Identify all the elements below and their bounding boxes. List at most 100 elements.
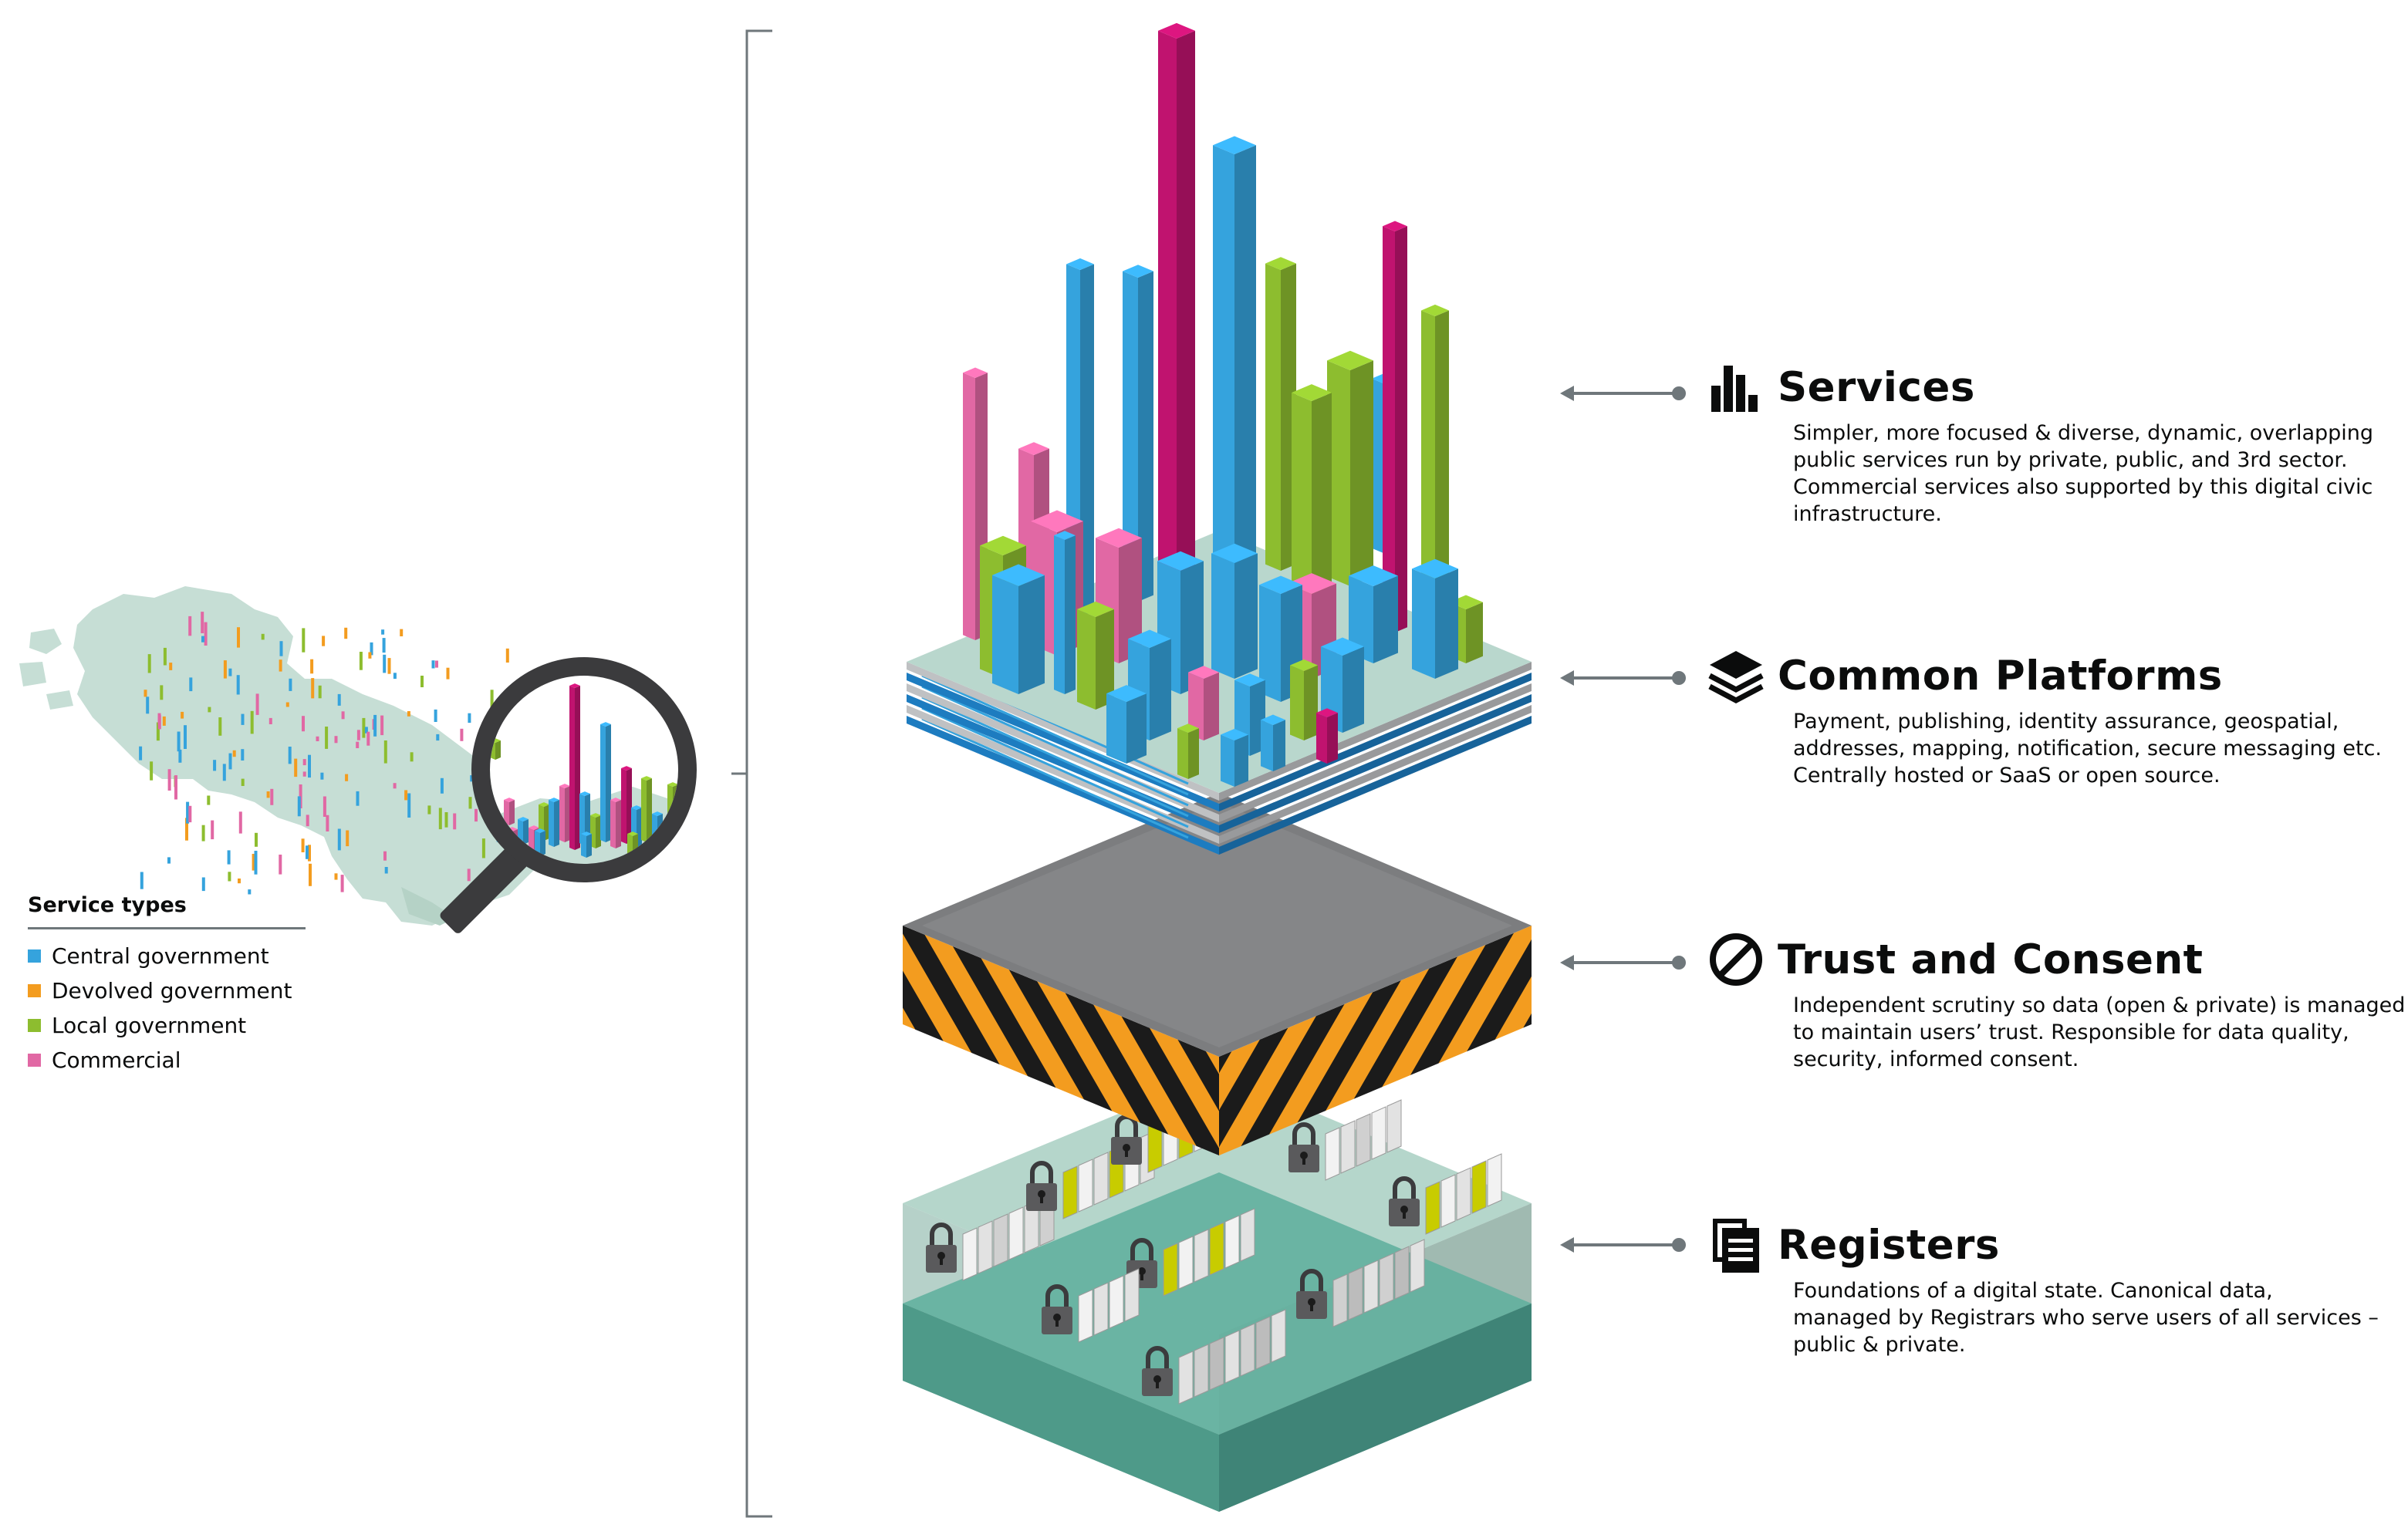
platform-slab-left <box>907 683 1219 822</box>
map-bar <box>288 747 292 764</box>
platforms-label: Common Platforms Payment, publishing, id… <box>1705 645 2400 789</box>
map-bar <box>407 793 411 818</box>
map-bar <box>444 812 448 828</box>
registers-layer <box>903 1072 1532 1512</box>
register-card <box>1078 1289 1093 1343</box>
map-bar <box>268 717 272 724</box>
map-service-bars <box>139 612 509 895</box>
map-islands <box>19 629 73 710</box>
map-bar <box>228 668 232 676</box>
map-bar <box>490 690 494 713</box>
platform-slab-left <box>907 694 1219 833</box>
map-bar <box>147 654 151 673</box>
lens-bar <box>581 831 592 858</box>
map-bar <box>294 758 298 777</box>
legend-swatch-central <box>28 949 41 963</box>
map-bar <box>368 652 372 659</box>
map-bar <box>289 678 292 691</box>
register-card <box>1410 1239 1425 1293</box>
map-bar <box>436 734 440 741</box>
map-bar <box>302 716 305 732</box>
trust-title: Trust and Consent <box>1778 936 2204 983</box>
map-bar <box>248 889 252 895</box>
map-bar <box>201 877 205 892</box>
map-bar <box>306 845 309 859</box>
map-bar <box>346 830 350 847</box>
legend-label-local: Local government <box>52 1013 247 1038</box>
map-bar <box>308 754 311 778</box>
map-bar <box>270 788 274 805</box>
service-tower <box>1123 265 1153 602</box>
register-card <box>1240 1208 1255 1262</box>
service-tower <box>1261 714 1285 771</box>
map-bar <box>237 627 240 648</box>
map-bar <box>228 753 232 770</box>
arrow-platforms <box>1560 670 1686 686</box>
register-card <box>1209 1337 1224 1391</box>
map-bar <box>384 867 388 874</box>
map-bar <box>261 633 265 640</box>
platform-conduit <box>921 707 1189 828</box>
map-bar <box>178 749 182 763</box>
legend-swatch-local <box>28 1019 41 1032</box>
service-tower <box>1213 136 1256 587</box>
trust-top-highlight <box>922 802 1512 1047</box>
documents-icon <box>1705 1214 1767 1276</box>
map-bar <box>309 863 312 886</box>
register-card <box>1340 1120 1356 1174</box>
register-record-rows <box>926 1098 1502 1405</box>
trust-layer <box>903 793 1532 1155</box>
map-bar <box>334 736 338 744</box>
platform-slab-right <box>1219 683 1532 822</box>
map-bar <box>359 652 363 670</box>
map-bar <box>252 854 255 871</box>
magnifier <box>440 657 697 933</box>
map-bar <box>468 797 472 809</box>
map-bar <box>380 715 384 736</box>
register-card <box>1379 1253 1394 1307</box>
map-bar <box>255 693 259 715</box>
lens-bar <box>600 722 611 842</box>
registers-description: Foundations of a digital state. Canonica… <box>1793 1277 2403 1358</box>
service-tower <box>1265 257 1296 571</box>
register-card <box>1093 1282 1109 1336</box>
service-tower <box>1290 659 1318 740</box>
legend-label-central: Central government <box>52 943 269 969</box>
stack-layers-icon <box>1705 645 1767 707</box>
service-tower <box>1077 601 1114 710</box>
map-bar <box>140 872 144 889</box>
registers-fluid-top <box>903 1172 1532 1435</box>
map-bar <box>306 815 309 827</box>
bracket <box>731 29 772 1518</box>
map-bar <box>356 730 360 740</box>
map-bar <box>340 875 344 892</box>
service-tower <box>963 367 988 640</box>
service-tower <box>1383 221 1407 632</box>
map-bar <box>238 879 241 884</box>
platform-slab-right <box>1219 673 1532 811</box>
map-bar <box>468 713 471 723</box>
map-bar <box>383 654 387 673</box>
arrow-registers <box>1560 1237 1686 1253</box>
legend-swatch-commercial <box>28 1054 41 1067</box>
map-bar <box>213 760 217 771</box>
services-label: Services Simpler, more focused & diverse… <box>1705 356 2400 528</box>
register-card <box>1224 1330 1240 1384</box>
map-bar <box>364 727 368 734</box>
legend-item-central: Central government <box>28 939 306 973</box>
trust-left-side <box>903 926 1219 1155</box>
registers-label: Registers Foundations of a digital state… <box>1705 1214 2400 1358</box>
map-bar <box>167 769 171 791</box>
map-bar <box>382 638 386 653</box>
map-bar <box>279 855 282 875</box>
register-card <box>1371 1106 1386 1160</box>
map-bar <box>150 761 154 781</box>
map-bar <box>139 746 143 761</box>
lens-bar <box>610 798 621 848</box>
platforms-title: Common Platforms <box>1778 652 2223 700</box>
service-tower <box>1327 350 1373 586</box>
map-bar <box>470 775 474 782</box>
map-bar <box>446 667 450 680</box>
map-bar <box>356 741 360 748</box>
register-card <box>1487 1153 1502 1207</box>
